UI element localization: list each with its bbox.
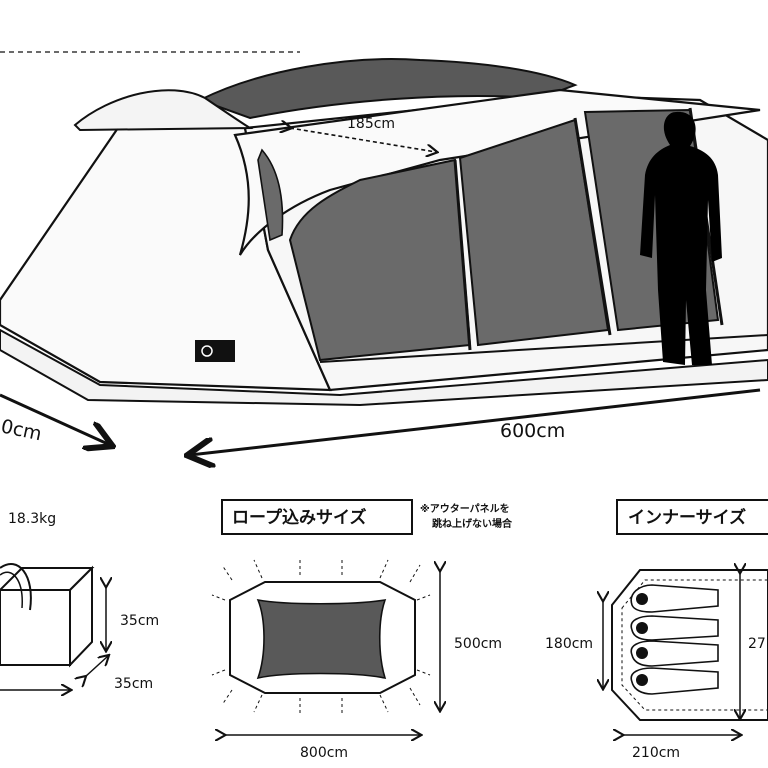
width-label: 185cm xyxy=(347,116,395,132)
inner-floor-inner xyxy=(621,579,768,711)
packed-height-label: 35cm xyxy=(120,613,159,629)
brand-logo-mark xyxy=(201,345,213,357)
inner-height-label: 180cm xyxy=(545,636,593,652)
length-label: 600cm xyxy=(500,420,565,442)
brand-logo xyxy=(195,340,235,362)
rope-width-label: 800cm xyxy=(300,745,348,761)
rope-height-label: 500cm xyxy=(454,636,502,652)
inner-size-title: インナーサイズ xyxy=(628,507,746,528)
sleeping-bag-4 xyxy=(630,667,719,695)
packed-bag-side xyxy=(69,565,93,668)
inner-size-title-box xyxy=(616,499,768,535)
rope-size-title-box xyxy=(221,499,413,535)
rope-size-section: ロープ込みサイズ ※アウターパネルを 跳ね上げない場合 500cm xyxy=(211,499,513,761)
packed-size-section: 18.3kg 35cm 35cm xyxy=(0,511,159,692)
sleeping-bag-1 xyxy=(630,584,719,613)
tent-roof-stripe xyxy=(197,58,578,120)
rope-footprint-inner xyxy=(256,598,387,680)
tent-front-hood xyxy=(73,89,254,132)
length-arrow xyxy=(190,388,761,455)
rope-size-title: ロープ込みサイズ xyxy=(232,507,366,528)
packed-bag-handle-inner xyxy=(0,571,23,609)
depth-label-partial: 0cm xyxy=(0,415,44,445)
sleeper-heads xyxy=(636,593,648,686)
packed-depth-label: 35cm xyxy=(114,676,153,692)
tent-illustration: 185cm 600cm 0cm xyxy=(0,51,768,455)
rope-size-note-line1: ※アウターパネルを xyxy=(420,503,510,515)
packed-weight-label: 18.3kg xyxy=(8,511,56,527)
pole-frame-2 xyxy=(573,117,612,336)
person-silhouette xyxy=(640,111,722,365)
inner-size-section: インナーサイズ 180cm 27 210cm xyxy=(545,499,768,761)
sleeping-bag-2 xyxy=(630,615,719,641)
sleeping-bag-3 xyxy=(630,640,719,667)
mesh-side-panel xyxy=(257,148,284,242)
sleeping-bags xyxy=(630,584,719,695)
rope-guylines xyxy=(211,559,431,714)
inner-width-label: 210cm xyxy=(632,745,680,761)
tent-skirt xyxy=(0,328,768,407)
rope-size-note-line2: 跳ね上げない場合 xyxy=(432,517,513,530)
packed-depth-arrow xyxy=(85,656,108,677)
inner-length-label-partial: 27 xyxy=(748,636,766,652)
width-arrow xyxy=(290,128,436,152)
packed-bag-front xyxy=(0,589,71,666)
depth-arrow xyxy=(0,393,110,445)
pole-frame-1 xyxy=(453,159,472,351)
packed-bag-handle xyxy=(0,563,32,611)
